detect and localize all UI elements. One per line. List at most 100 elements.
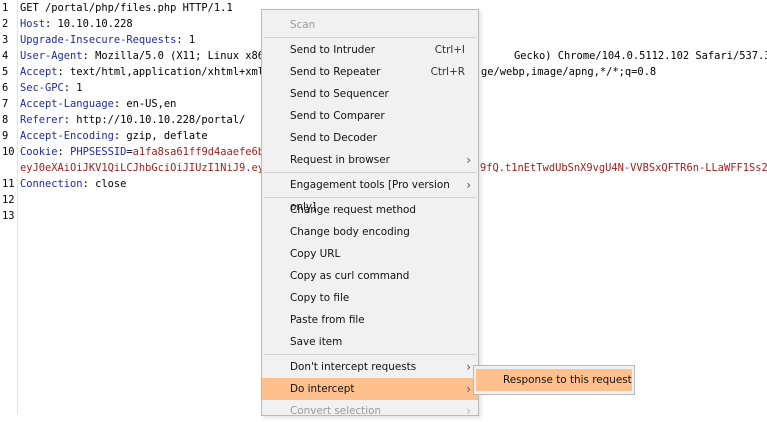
menu-separator xyxy=(264,172,476,173)
line-number: 7 xyxy=(2,98,9,110)
line-number: 2 xyxy=(2,18,9,30)
menu-item-label: Request in browser xyxy=(290,154,390,166)
header-text: : xyxy=(57,146,71,158)
menu-item-copy-url[interactable]: Copy URL xyxy=(262,243,478,265)
header-name: Upgrade-Insecure-Requests xyxy=(20,34,177,46)
line-number: 5 xyxy=(2,66,9,78)
header-text: : http://10.10.10.228/portal/ xyxy=(63,114,246,126)
menu-item-convert-selection: Convert selection› xyxy=(262,400,478,422)
menu-item-label: Send to Decoder xyxy=(290,132,377,144)
header-name: Referer xyxy=(20,114,64,126)
line-code: Sec-GPC: 1 xyxy=(20,80,83,96)
line-code: eyJ0eXAiOiJKV1QiLCJhbGciOiJIUzI1NiJ9.eyJ xyxy=(20,160,270,176)
header-text: GET /portal/php/files.php HTTP/1.1 xyxy=(20,2,233,14)
header-text: : en-US,en xyxy=(113,98,177,110)
menu-item-label: Copy as curl command xyxy=(290,270,410,282)
menu-separator xyxy=(264,197,476,198)
header-name: Connection xyxy=(20,178,83,190)
line-number-gutter xyxy=(0,0,18,414)
header-text: : 1 xyxy=(63,82,83,94)
header-text: : close xyxy=(82,178,127,190)
menu-item-label: Copy URL xyxy=(290,248,341,260)
header-name: Accept xyxy=(20,66,58,78)
menu-item-response-to-this-request[interactable]: Response to this request xyxy=(476,369,632,391)
header-text: : 10.10.10.228 xyxy=(45,18,133,30)
menu-item-request-in-browser[interactable]: Request in browser › xyxy=(262,149,478,171)
chevron-right-icon: › xyxy=(466,360,471,374)
chevron-right-icon: › xyxy=(466,382,471,396)
header-name: Cookie xyxy=(20,146,58,158)
header-text: : text/html,application/xhtml+xml, xyxy=(57,66,271,78)
menu-item-shortcut: Ctrl+R xyxy=(430,66,465,78)
menu-item-copy-as-curl-command[interactable]: Copy as curl command xyxy=(262,265,478,287)
menu-item-label: Response to this request xyxy=(503,374,632,386)
header-name: PHPSESSID xyxy=(70,146,127,158)
cookie-value: a1fa8sa61ff9d4aaefe6bd xyxy=(132,146,271,158)
menu-item-send-to-sequencer[interactable]: Send to Sequencer xyxy=(262,83,478,105)
line-number: 13 xyxy=(2,210,15,222)
line-number: 3 xyxy=(2,34,9,46)
editor-line-continuation: ge/webp,image/apng,*/*;q=0.8 xyxy=(481,66,657,78)
menu-item-shortcut: Ctrl+I xyxy=(434,44,465,56)
line-code: GET /portal/php/files.php HTTP/1.1 xyxy=(20,0,233,16)
menu-item-label: Convert selection xyxy=(290,405,382,417)
menu-item-do-intercept[interactable]: Do intercept › xyxy=(262,378,478,400)
menu-item-change-request-method[interactable]: Change request method xyxy=(262,199,478,221)
menu-item-send-to-decoder[interactable]: Send to Decoder xyxy=(262,127,478,149)
line-code: Host: 10.10.10.228 xyxy=(20,16,133,32)
menu-separator xyxy=(264,37,476,38)
menu-separator xyxy=(264,354,476,355)
line-number: 9 xyxy=(2,130,9,142)
line-number: 4 xyxy=(2,50,9,62)
cookie-value: eyJ0eXAiOiJKV1QiLCJhbGciOiJIUzI1NiJ9.eyJ xyxy=(20,162,271,174)
menu-item-label: Send to Intruder xyxy=(290,44,376,56)
line-number: 10 xyxy=(2,146,15,158)
chevron-right-icon: › xyxy=(466,153,471,167)
menu-item-label: Scan xyxy=(290,19,316,31)
menu-item-engagement-tools-pro-version-only[interactable]: Engagement tools [Pro version only]› xyxy=(262,174,478,213)
menu-item-save-item[interactable]: Save item xyxy=(262,331,478,353)
chevron-right-icon: › xyxy=(466,178,471,192)
menu-item-paste-from-file[interactable]: Paste from file xyxy=(262,309,478,331)
menu-item-label: Copy to file xyxy=(290,292,350,304)
line-code: Connection: close xyxy=(20,176,126,192)
menu-item-label: Change body encoding xyxy=(290,226,410,238)
line-code: Accept: text/html,application/xhtml+xml, xyxy=(20,64,270,80)
line-number: 6 xyxy=(2,82,9,94)
header-name: Accept-Language xyxy=(20,98,114,110)
line-number: 8 xyxy=(2,114,9,126)
line-number: 11 xyxy=(2,178,15,190)
menu-item-label: Save item xyxy=(290,336,343,348)
line-code: Accept-Language: en-US,en xyxy=(20,96,176,112)
header-name: User-Agent xyxy=(20,50,83,62)
header-text: : Mozilla/5.0 (X11; Linux x86_ xyxy=(82,50,271,62)
menu-item-label: Do intercept xyxy=(290,383,355,395)
menu-item-don-t-intercept-requests[interactable]: Don't intercept requests › xyxy=(262,356,478,378)
header-text: : 1 xyxy=(176,34,196,46)
header-text: : gzip, deflate xyxy=(113,130,208,142)
menu-item-label: Paste from file xyxy=(290,314,365,326)
editor-line-continuation: Gecko) Chrome/104.0.5112.102 Safari/537.… xyxy=(514,50,767,62)
menu-item-label: Don't intercept requests xyxy=(290,361,417,373)
line-code: User-Agent: Mozilla/5.0 (X11; Linux x86_ xyxy=(20,48,270,64)
menu-item-copy-to-file[interactable]: Copy to file xyxy=(262,287,478,309)
menu-item-label: Change request method xyxy=(290,204,417,216)
menu-item-scan: Scan xyxy=(262,14,478,36)
menu-item-send-to-comparer[interactable]: Send to Comparer xyxy=(262,105,478,127)
menu-item-label: Send to Sequencer xyxy=(290,88,389,100)
menu-item-label: Send to Comparer xyxy=(290,110,385,122)
do-intercept-submenu: Response to this request xyxy=(473,365,635,395)
editor-line-continuation: 9fQ.t1nEtTwdUbSnX9vgU4N-VVBSxQFTR6n-LLaW… xyxy=(480,162,767,174)
header-name: Host xyxy=(20,18,46,30)
line-code: Referer: http://10.10.10.228/portal/ xyxy=(20,112,245,128)
header-name: Sec-GPC xyxy=(20,82,64,94)
line-code: Accept-Encoding: gzip, deflate xyxy=(20,128,208,144)
menu-item-change-body-encoding[interactable]: Change body encoding xyxy=(262,221,478,243)
header-name: Accept-Encoding xyxy=(20,130,114,142)
line-code: Cookie: PHPSESSID=a1fa8sa61ff9d4aaefe6bd xyxy=(20,144,270,160)
header-text: = xyxy=(126,146,133,158)
menu-item-send-to-intruder[interactable]: Send to Intruder Ctrl+I xyxy=(262,39,478,61)
line-code: Upgrade-Insecure-Requests: 1 xyxy=(20,32,195,48)
